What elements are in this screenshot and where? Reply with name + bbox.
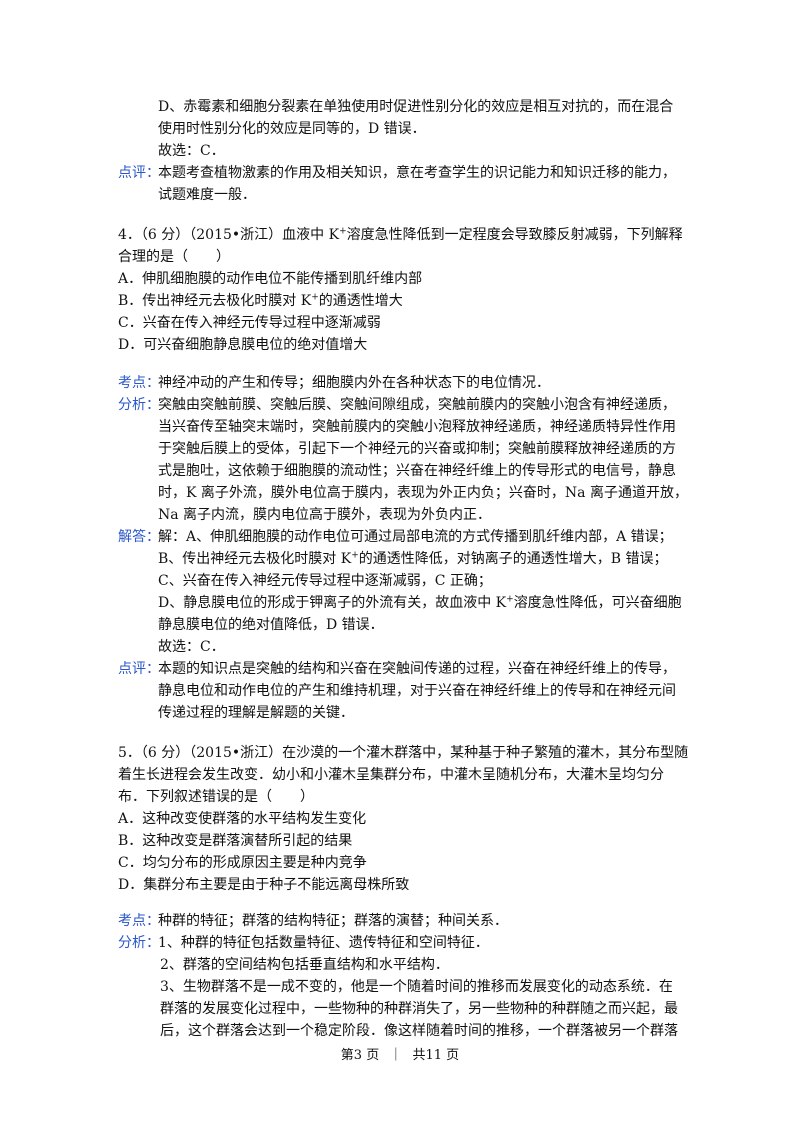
- page-total: 共11 页: [412, 1048, 460, 1063]
- q5-option-b: B．这种改变是群落演替所引起的结果: [118, 833, 353, 849]
- q5-fenxi-line4: 群落的发展变化过程中，一些物种的种群消失了，另一些物种的种群随之而兴起，最: [160, 1001, 678, 1017]
- q4-review-line: 传递过程的理解是解题的关键．: [158, 705, 354, 721]
- q4-stem-sup: +: [339, 226, 347, 237]
- q4-jieda-label: 解答：: [118, 529, 160, 545]
- page-footer: 第3 页 ｜ 共11 页: [0, 1047, 800, 1065]
- q4-option-a: A．伸肌细胞膜的动作电位不能传播到肌纤维内部: [118, 271, 423, 287]
- q3-review-line1: 本题考查植物激素的作用及相关知识，意在考查学生的识记能力和知识迁移的能力，: [158, 165, 676, 181]
- q4-review-label: 点评：: [118, 661, 160, 677]
- q5-fenxi-line2: 2、群落的空间结构包括垂直结构和水平结构．: [160, 957, 449, 973]
- q4-kaodian: 神经冲动的产生和传导；细胞膜内外在各种状态下的电位情况．: [158, 375, 550, 391]
- q4-jieda-line4-text-a: D、静息膜电位的形成于钾离子的外流有关，故血液中 K: [158, 595, 507, 611]
- q4-jieda-line4-text-b: 溶度急性降低，可兴奋细胞: [513, 595, 682, 611]
- q5-kaodian: 种群的特征；群落的结构特征；群落的演替；种间关系．: [158, 913, 508, 929]
- q4-option-d: D．可兴奋细胞静息膜电位的绝对值增大: [118, 337, 368, 353]
- q4-jieda-line2-text-a: B、传出神经元去极化时膜对 K: [158, 551, 352, 567]
- q4-kaodian-label: 考点：: [118, 375, 160, 391]
- q4-review-line: 静息电位和动作电位的产生和维持机理，对于兴奋在神经纤维上的传导和在神经元间: [158, 683, 676, 699]
- q5-stem-line: 布．下列叙述错误的是（ ）: [118, 789, 314, 805]
- q3-option-d-line2: 使用时性别分化的效应是同等的，D 错误．: [158, 121, 426, 137]
- q4-fenxi-line: 于突触后膜上的受体，引起下一个神经元的兴奋或抑制；突触前膜释放神经递质的方: [158, 441, 676, 457]
- q5-stem-line: 5．（6 分）（2015•浙江）在沙漠的一个灌木群落中，某种基于种子繁殖的灌木，…: [118, 745, 689, 761]
- q4-jieda-line2-text-b: 的通透性降低，对钠离子的通透性增大，B 错误；: [358, 551, 668, 567]
- q4-stem-line2: 合理的是（ ）: [118, 249, 230, 265]
- q5-option-a: A．这种改变使群落的水平结构发生变化: [118, 811, 367, 827]
- q3-option-d-line1: D、赤霉素和细胞分裂素在单独使用时促进性别分化的效应是相互对抗的，而在混合: [158, 99, 674, 115]
- q4-fenxi-line: 时，K 离子外流，膜外电位高于膜内，表现为外正内负；兴奋时，Na 离子通道开放，: [158, 485, 688, 501]
- page-number: 第3 页: [340, 1048, 380, 1063]
- q4-jieda-line2-sup: +: [351, 550, 359, 561]
- q5-fenxi-line1: 1、种群的特征包括数量特征、遗传特征和空间特征．: [158, 935, 489, 951]
- q5-stem-line: 着生长进程会发生改变．幼小和小灌木呈集群分布，中灌木呈随机分布，大灌木呈均匀分: [118, 767, 664, 783]
- q4-option-b-text-a: B．传出神经元去极化时膜对 K: [118, 293, 312, 309]
- q4-fenxi-line: 式是胞吐，这依赖于细胞膜的流动性；兴奋在神经纤维上的传导形式的电信号，静息: [158, 463, 676, 479]
- q4-review-line: 本题的知识点是突触的结构和兴奋在突触间传递的过程，兴奋在神经纤维上的传导，: [158, 661, 676, 677]
- q3-choice: 故选：C．: [158, 143, 225, 159]
- q5-fenxi-line5: 后，这个群落会达到一个稳定阶段．像这样随着时间的推移，一个群落被另一个群落: [160, 1023, 678, 1039]
- q4-jieda-line4-sup: +: [506, 594, 514, 605]
- q4-option-b: B．传出神经元去极化时膜对 K+的通透性增大: [118, 290, 403, 312]
- q4-stem-text-a: 4．（6 分）（2015•浙江）血液中 K: [118, 227, 340, 243]
- q4-fenxi-line: 当兴奋传至轴突末端时，突触前膜内的突触小泡释放神经递质，神经递质特异性作用: [158, 419, 676, 435]
- q4-jieda-line4: D、静息膜电位的形成于钾离子的外流有关，故血液中 K+溶度急性降低，可兴奋细胞: [158, 592, 682, 614]
- q4-jieda-line3: C、兴奋在传入神经元传导过程中逐渐减弱，C 正确；: [158, 573, 492, 589]
- q4-option-b-text-b: 的通透性增大: [318, 293, 403, 309]
- q5-fenxi-line3: 3、生物群落不是一成不变的，他是一个随着时间的推移而发展变化的动态系统．在: [160, 979, 673, 995]
- q5-option-d: D．集群分布主要是由于种子不能远离母株所致: [118, 877, 410, 893]
- q4-fenxi-label: 分析：: [118, 397, 160, 413]
- q5-option-c: C．均匀分布的形成原因主要是种内竞争: [118, 855, 367, 871]
- q4-option-b-sup: +: [311, 292, 319, 303]
- q5-kaodian-label: 考点：: [118, 913, 160, 929]
- q4-jieda-line2: B、传出神经元去极化时膜对 K+的通透性降低，对钠离子的通透性增大，B 错误；: [158, 548, 668, 570]
- q4-jieda-line1: 解：A、伸肌细胞膜的动作电位可通过局部电流的方式传播到肌纤维内部，A 错误；: [158, 529, 673, 545]
- q4-stem-text-b: 溶度急性降低到一定程度会导致膝反射减弱，下列解释: [346, 227, 683, 243]
- q3-review-label: 点评：: [118, 165, 160, 181]
- q3-review-line2: 试题难度一般．: [158, 187, 256, 203]
- q4-choice: 故选：C．: [158, 639, 225, 655]
- q4-option-c: C．兴奋在传入神经元传导过程中逐渐减弱: [118, 315, 381, 331]
- footer-separator: ｜: [389, 1048, 403, 1063]
- q4-stem-line1: 4．（6 分）（2015•浙江）血液中 K+溶度急性降低到一定程度会导致膝反射减…: [118, 224, 683, 246]
- q4-fenxi-line: 突触由突触前膜、突触后膜、突触间隙组成，突触前膜内的突触小泡含有神经递质，: [158, 397, 676, 413]
- q5-fenxi-label: 分析：: [118, 935, 160, 951]
- q4-jieda-line5: 静息膜电位的绝对值降低，D 错误．: [158, 617, 384, 633]
- q4-fenxi-line: Na 离子内流，膜内电位高于膜外，表现为外负内正．: [158, 507, 492, 523]
